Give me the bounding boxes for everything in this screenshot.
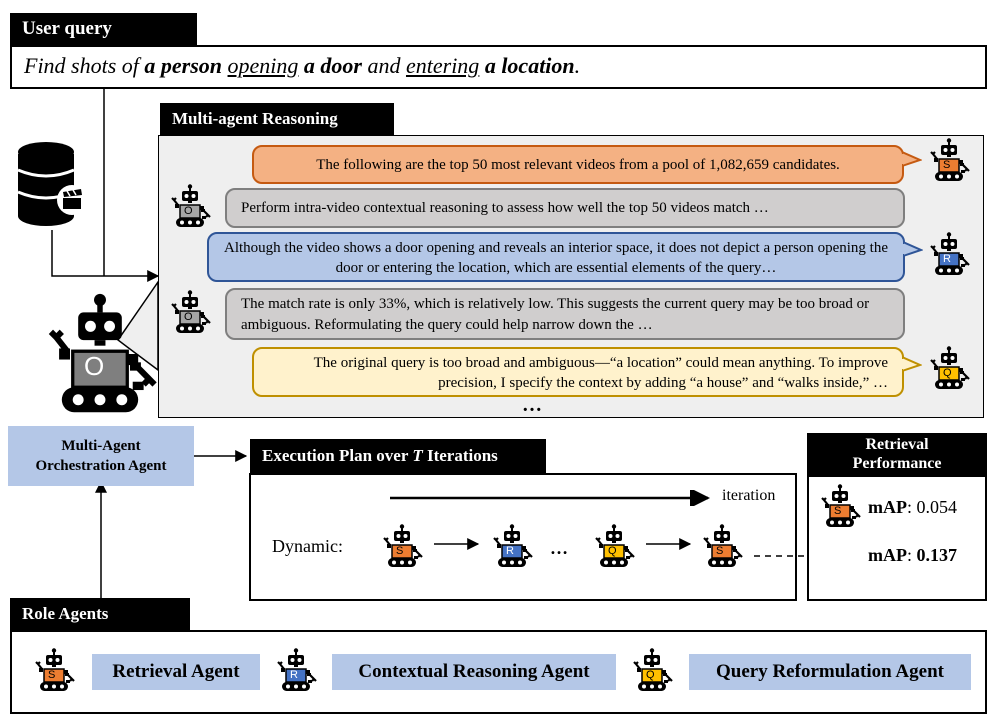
reformulation-robot-icon: Q xyxy=(927,346,971,390)
database-to-reasoning-arrow xyxy=(51,230,160,282)
message-orchestration-1: Perform intra-video contextual reasoning… xyxy=(225,188,905,228)
robot-letter: S xyxy=(943,159,951,171)
orchestrator-robot-letter: O xyxy=(84,351,105,381)
plan-retrieval-robot-icon: S xyxy=(380,524,424,568)
retrieval-robot-icon: S xyxy=(927,138,971,182)
query-person: a person xyxy=(144,53,223,78)
message-retrieval-1-text: The following are the top 50 most releva… xyxy=(316,157,840,173)
robot-letter: R xyxy=(506,545,514,557)
plan-arrow xyxy=(646,538,692,550)
database-icon xyxy=(17,142,87,226)
robot-letter: S xyxy=(834,505,842,517)
orchestrator-label: Multi-Agent Orchestration Agent xyxy=(8,426,194,486)
improved-map-value: 0.137 xyxy=(916,545,958,565)
baseline-map: mAP: 0.054 xyxy=(868,497,958,517)
message-reformulation-1-text: The original query is too broad and ambi… xyxy=(313,355,888,391)
bubble-tail xyxy=(902,150,922,168)
baseline-map-value: 0.054 xyxy=(916,497,958,517)
improved-map: mAP: 0.137 xyxy=(868,545,958,565)
dynamic-label: Dynamic: xyxy=(272,536,343,556)
plan-ellipsis: … xyxy=(550,538,568,558)
query-door: a door xyxy=(303,53,362,78)
role-reformulation-label: Query Reformulation Agent xyxy=(689,654,971,690)
iteration-label: iteration xyxy=(722,487,776,504)
robot-letter: O xyxy=(184,205,193,217)
role-agents-header: Role Agents xyxy=(10,598,190,630)
orchestrator-label-line1: Multi-Agent xyxy=(61,438,141,454)
reasoning-robot-icon: R xyxy=(927,232,971,276)
message-retrieval-1: The following are the top 50 most releva… xyxy=(252,145,904,184)
performance-header-line1: Retrieval xyxy=(865,436,929,453)
query-suffix: . xyxy=(574,53,581,78)
performance-header: Retrieval Performance xyxy=(807,433,987,475)
message-reasoning-1-text: Although the video shows a door opening … xyxy=(224,240,888,276)
execution-header-suffix: Iterations xyxy=(422,446,498,465)
bubble-tail xyxy=(902,355,922,373)
execution-header: Execution Plan over T Iterations xyxy=(250,439,546,473)
query-location: a location xyxy=(484,53,575,78)
improved-map-label: mAP xyxy=(868,545,907,565)
message-reasoning-1: Although the video shows a door opening … xyxy=(207,232,905,282)
user-query-box: Find shots of a person opening a door an… xyxy=(10,45,987,89)
performance-header-line2: Performance xyxy=(852,455,942,472)
plan-reformulation-robot-icon: Q xyxy=(592,524,636,568)
robot-letter: Q xyxy=(943,367,952,379)
user-query-text: Find shots of a person opening a door an… xyxy=(24,53,580,79)
message-orchestration-2: The match rate is only 33%, which is rel… xyxy=(225,288,905,340)
baseline-map-label: mAP xyxy=(868,497,907,517)
message-orchestration-2-text: The match rate is only 33%, which is rel… xyxy=(241,296,870,333)
query-and: and xyxy=(367,53,401,78)
orchestration-robot-icon: O xyxy=(168,184,212,228)
role-retrieval-label: Retrieval Agent xyxy=(92,654,260,690)
execution-header-prefix: Execution Plan over xyxy=(262,446,413,465)
robot-letter: S xyxy=(716,545,724,557)
plan-to-performance-arrow xyxy=(754,550,848,562)
query-entering: entering xyxy=(405,53,480,78)
user-query-header: User query xyxy=(10,13,197,45)
plan-reasoning-robot-icon: R xyxy=(490,524,534,568)
orchestrator-robot-icon: O xyxy=(40,293,160,415)
robot-letter: O xyxy=(184,311,193,323)
role-reasoning-robot-icon: R xyxy=(274,648,318,692)
orchestrator-label-line2: Orchestration Agent xyxy=(35,458,167,474)
performance-retrieval-robot-icon: S xyxy=(818,484,862,528)
message-orchestration-1-text: Perform intra-video contextual reasoning… xyxy=(241,200,769,216)
robot-letter: R xyxy=(290,669,298,681)
message-reformulation-1: The original query is too broad and ambi… xyxy=(252,347,904,397)
orchestration-robot-icon: O xyxy=(168,290,212,334)
robot-letter: S xyxy=(48,669,56,681)
robot-letter: Q xyxy=(608,545,617,557)
robot-letter: Q xyxy=(646,669,655,681)
robot-letter: S xyxy=(396,545,404,557)
robot-letter: R xyxy=(943,253,951,265)
plan-retrieval-final-robot-icon: S xyxy=(700,524,744,568)
query-prefix: Find shots of xyxy=(24,53,145,78)
reasoning-header: Multi-agent Reasoning xyxy=(160,103,394,135)
plan-arrow xyxy=(434,538,480,550)
execution-header-var: T xyxy=(412,446,423,465)
reasoning-ellipsis: … xyxy=(522,394,542,416)
bubble-tail xyxy=(903,240,923,258)
query-opening: opening xyxy=(227,53,299,78)
role-reformulation-robot-icon: Q xyxy=(630,648,674,692)
iteration-axis xyxy=(390,490,710,506)
role-retrieval-robot-icon: S xyxy=(32,648,76,692)
role-reasoning-label: Contextual Reasoning Agent xyxy=(332,654,616,690)
